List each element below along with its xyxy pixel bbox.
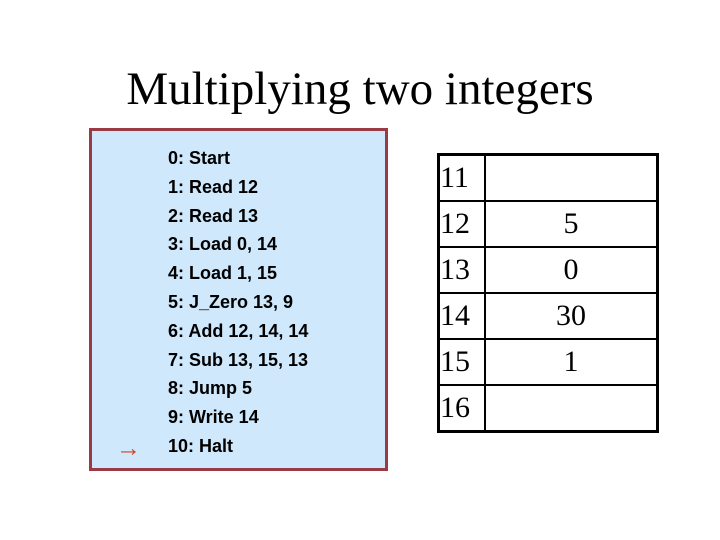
program-line: 6: Add 12, 14, 14 [168, 320, 309, 341]
memory-value-cell [484, 384, 659, 433]
slide-title: Multiplying two integers [126, 63, 594, 115]
program-line: 0: Start [168, 148, 231, 168]
memory-address-cell: 14 [437, 292, 486, 340]
memory-value-cell: 30 [484, 292, 659, 340]
memory-value-cell: 0 [484, 246, 659, 294]
program-box: → 0: Start 1: Read 12 2: Read 13 3: Load 0,… [89, 128, 388, 471]
memory-address-cell: 11 [437, 153, 486, 202]
program-line: 9: Write 14 [168, 407, 259, 428]
memory-value-cell: 5 [484, 200, 659, 248]
memory-address-cell: 12 [437, 200, 486, 248]
memory-address-cell: 15 [437, 338, 486, 386]
memory-row: 11 [437, 153, 659, 202]
program-line: 10: Halt [168, 435, 234, 456]
program-line: 8: Jump 5 [168, 378, 253, 399]
current-instruction-arrow-icon: → [116, 434, 141, 462]
program-line: 1: Read 12 [168, 176, 259, 197]
program-line: 7: Sub 13, 15, 13 [168, 349, 309, 370]
program-line: 5: J_Zero 13, 9 [168, 291, 294, 312]
memory-value-cell [484, 153, 659, 202]
memory-row: 16 [437, 384, 659, 433]
memory-value-cell: 1 [484, 338, 659, 386]
program-line: 3: Load 0, 14 [168, 234, 278, 255]
program-line: 4: Load 1, 15 [168, 263, 278, 284]
memory-address-cell: 16 [437, 384, 486, 433]
program-listing: 0: Start 1: Read 12 2: Read 13 3: Load 0, 1… [168, 144, 381, 461]
memory-address-cell: 13 [437, 246, 486, 294]
program-line: 2: Read 13 [168, 205, 259, 226]
